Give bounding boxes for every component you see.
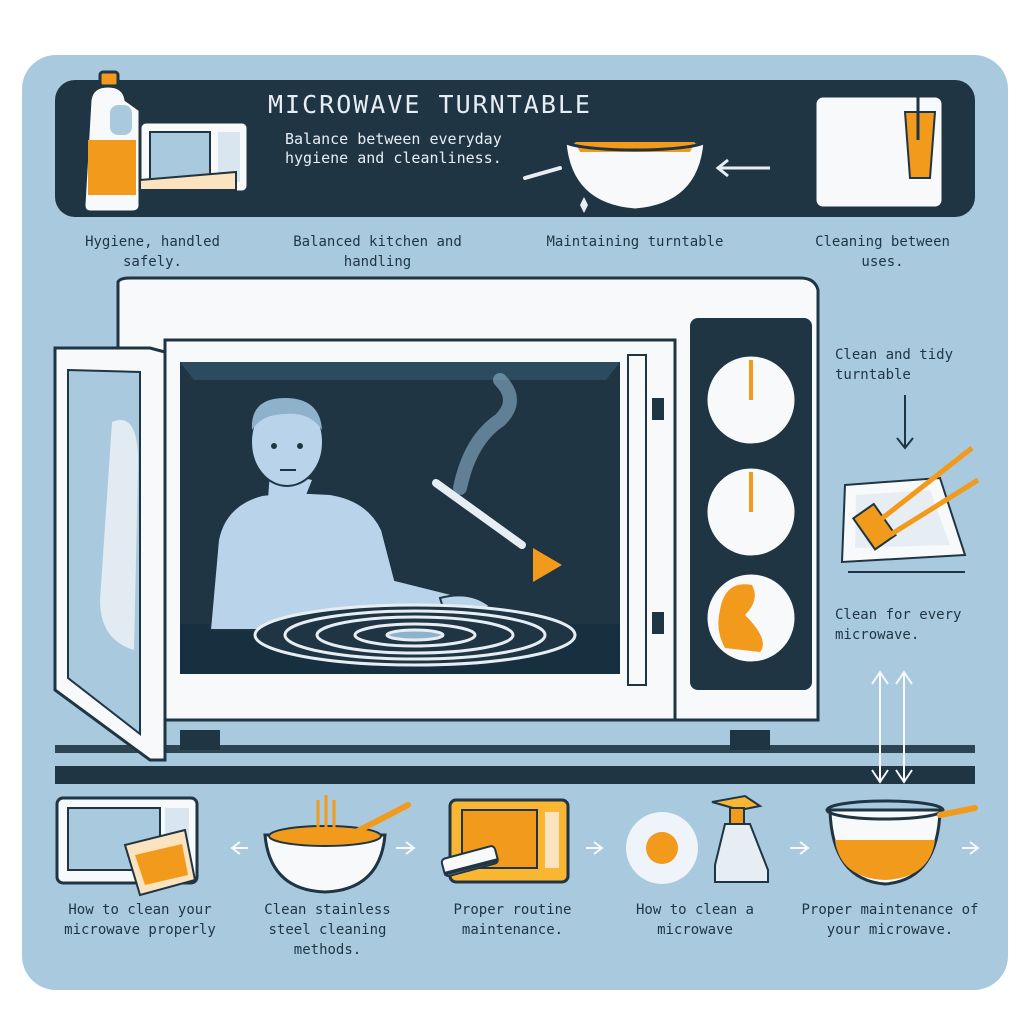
- brush-icon: [440, 845, 499, 878]
- caption-text: Proper routine maintenance.: [453, 902, 572, 938]
- caption-text: Cleaning between uses.: [815, 234, 950, 270]
- page-subtitle: Balance between everyday hygiene and cle…: [285, 130, 502, 167]
- caption-text: How to clean a microwave: [635, 902, 754, 938]
- caption-text: Clean stainless steel cleaning methods.: [264, 902, 391, 958]
- caption-text: Proper maintenance of your microwave.: [801, 902, 979, 938]
- page-title: MICROWAVE TURNTABLE: [268, 90, 592, 119]
- bowl-icon: [263, 795, 411, 894]
- cooking-pot-icon: [787, 80, 965, 210]
- spray-bottle-icon: [711, 794, 769, 883]
- person-figure: [208, 397, 492, 631]
- sponge-icon: [840, 446, 980, 573]
- caption-text: How to clean your microwave properly: [64, 902, 216, 938]
- caption-text: Maintaining turntable: [546, 234, 724, 250]
- bowl-icon: [523, 128, 709, 213]
- turntable-plate: [253, 603, 577, 667]
- bottle-icon: [82, 70, 142, 214]
- timer-dial-icon: [704, 353, 798, 665]
- microwave-icon: [55, 796, 199, 897]
- large-microwave: [53, 276, 820, 762]
- caption-text: Hygiene, handled safely.: [85, 234, 220, 270]
- side-caption: Clean and tidy turntable: [835, 347, 954, 383]
- caption-text: Balanced kitchen and handling: [293, 234, 462, 270]
- sun-icon: [626, 812, 698, 884]
- microwave-icon: [138, 120, 250, 194]
- side-caption: Clean for every microwave.: [835, 607, 962, 643]
- cooking-pot-icon: [825, 799, 978, 886]
